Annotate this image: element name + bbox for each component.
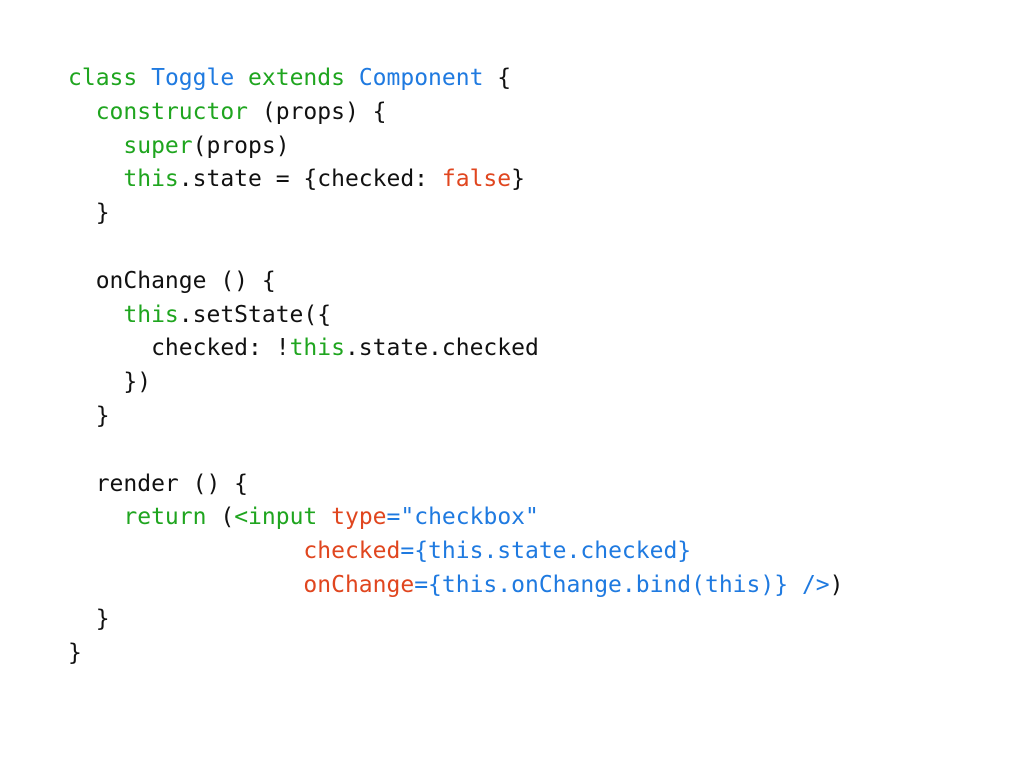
code-line-8: this.setState({ [68,299,844,333]
code-text: onChange () { [68,267,276,294]
attr-value-checkbox: "checkbox" [400,504,539,531]
code-line-13: render () { [68,468,844,502]
attr-value-onchange: {this.onChange.bind(this)} [428,571,789,598]
code-text: { [483,65,512,91]
indent [68,166,123,192]
attr-checked: checked [303,538,401,565]
code-text: } [68,639,82,666]
attr-value-checked: {this.state.checked} [414,538,692,565]
jsx-tag-input: <input [234,504,318,531]
keyword-extends: extends [248,65,359,91]
keyword-super: super [123,132,193,159]
code-line-2: constructor (props) { [68,96,844,130]
keyword-this: this [289,335,345,362]
attr-equals: = [414,571,429,598]
jsx-self-close: /> [801,571,830,598]
code-text: .state = {checked: [178,166,442,193]
code-text: } [68,402,110,429]
code-line-12 [68,434,844,468]
code-text: ) [829,571,844,598]
code-line-4: this.state = {checked: false} [68,163,844,197]
attr-equals: = [386,504,401,531]
code-text: render () { [68,470,249,497]
code-line-7: onChange () { [68,265,844,299]
code-text: } [68,605,110,632]
indent [68,572,303,598]
code-text: } [511,166,525,193]
keyword-return: return [123,504,207,531]
indent [68,538,303,564]
code-line-1: class Toggle extends Component { [68,62,844,96]
code-text [317,504,331,530]
code-text [788,572,802,598]
code-line-16: onChange={this.onChange.bind(this)} />) [68,569,844,603]
attr-equals: = [400,538,415,565]
code-line-14: return (<input type="checkbox" [68,501,844,535]
code-text: .setState({ [178,301,332,328]
code-text: ( [206,504,235,531]
attr-type: type [331,504,387,531]
code-line-11: } [68,400,844,434]
code-line-18: } [68,637,844,671]
code-line-6 [68,231,844,265]
code-line-9: checked: !this.state.checked [68,332,844,366]
class-name: Toggle [151,65,249,91]
keyword-this: this [123,301,179,328]
code-line-3: super(props) [68,130,844,164]
indent [68,504,123,530]
code-line-17: } [68,603,844,637]
code-text: .state.checked [344,335,539,362]
keyword-class: class [68,65,152,91]
keyword-constructor: constructor [95,98,249,125]
attr-onchange: onChange [303,571,415,598]
keyword-this: this [123,166,179,193]
code-text: checked: ! [68,335,290,362]
literal-false: false [441,166,512,193]
code-text: } [68,200,110,227]
superclass-name: Component [358,65,484,91]
code-line-10: }) [68,366,844,400]
code-text: (props) [192,132,290,159]
code-text: }) [68,369,152,396]
indent [68,99,96,125]
code-line-15: checked={this.state.checked} [68,535,844,569]
code-line-5: } [68,197,844,231]
code-text: (props) { [248,98,387,125]
indent [68,302,123,328]
code-block: class Toggle extends Component { constru… [68,62,844,670]
indent [68,133,123,159]
